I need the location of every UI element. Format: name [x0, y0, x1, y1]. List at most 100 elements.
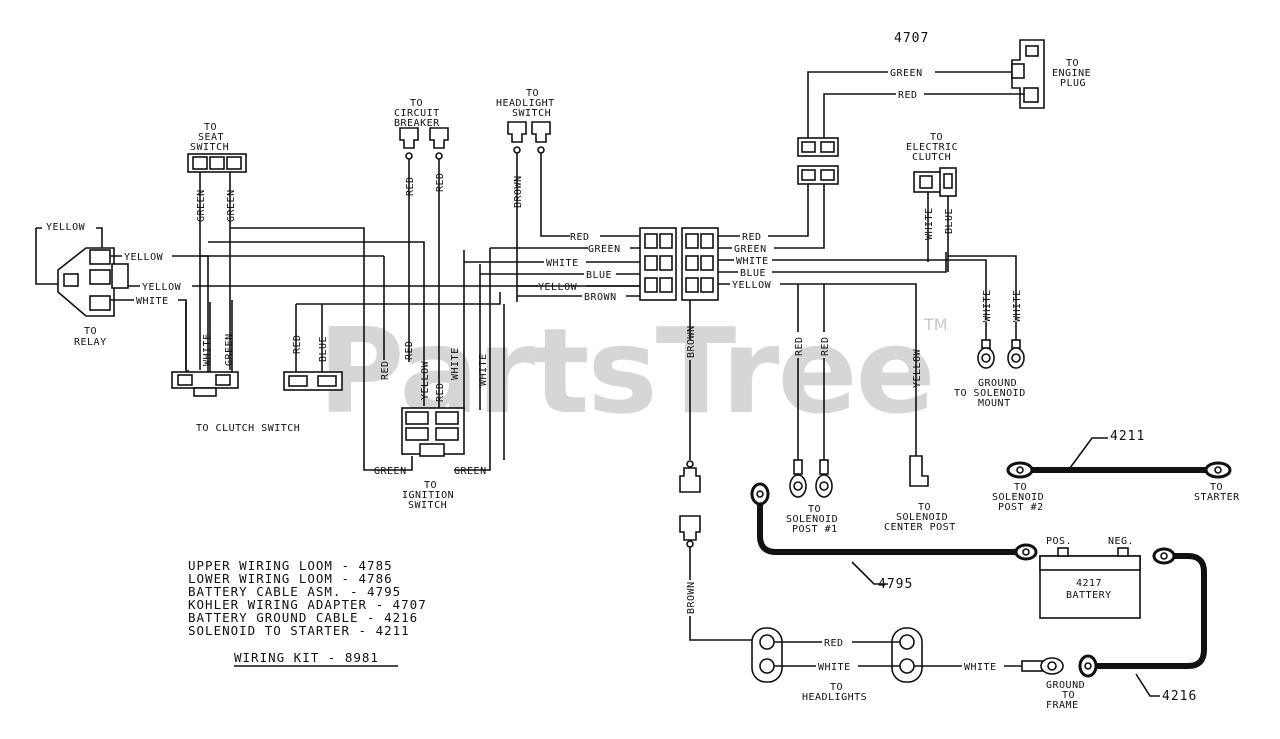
wire-blue-ec: BLUE: [944, 208, 955, 234]
starter-label-2: STARTER: [1194, 492, 1240, 503]
relay-label-1: TO: [84, 326, 97, 337]
wire-white-ec: WHITE: [924, 207, 935, 240]
wire-red-headlights: RED: [824, 638, 844, 649]
battery-neg: NEG.: [1108, 536, 1134, 547]
wire-yellow-center: YELLOW: [912, 348, 923, 388]
loom-connector-right: [681, 227, 719, 301]
seat-switch-label-2: SEAT: [198, 132, 224, 143]
engine-plug-label-1: TO: [1066, 58, 1079, 69]
ground-frame-terminal: [1021, 657, 1064, 675]
wire-brown-lower: BROWN: [686, 581, 697, 614]
headlight-switch-terminals: [507, 121, 551, 154]
legend-line-2: LOWER WIRING LOOM - 4786: [188, 571, 393, 586]
wire-yellow-relay-top: YELLOW: [46, 222, 86, 233]
post1-label-3: POST #1: [792, 524, 838, 535]
seat-switch-label-3: SWITCH: [190, 142, 229, 153]
wire-white-relay: WHITE: [136, 296, 169, 307]
clutch-switch-connector: [171, 371, 239, 397]
wire-red-mid-2: RED: [404, 340, 415, 360]
wire-yellow-left: YELLOW: [538, 282, 578, 293]
ground-ring-terminals: [977, 339, 1025, 369]
hs-label-1: TO: [526, 88, 539, 99]
brown-connector-pair: [679, 460, 701, 548]
wire-green-engine: GREEN: [890, 68, 923, 79]
starter-cable-ends: [1006, 461, 1232, 479]
wire-brown-hs: BROWN: [513, 175, 524, 208]
engine-plug-label-3: PLUG: [1060, 78, 1086, 89]
parts-legend: UPPER WIRING LOOM - 4785 LOWER WIRING LO…: [188, 558, 427, 638]
battery-cable-ends: [750, 482, 1038, 561]
engine-plug-label-2: ENGINE: [1052, 68, 1091, 79]
wire-white-headlights: WHITE: [818, 662, 851, 673]
seat-switch-connector: [187, 153, 247, 173]
gnd-sol-label-3: MOUNT: [978, 398, 1011, 409]
wire-white-mid-1: WHITE: [450, 347, 461, 380]
wire-red-engine: RED: [898, 90, 918, 101]
wire-green-clutch: GREEN: [224, 333, 235, 366]
post1-ring-terminals: [789, 459, 833, 498]
watermark-tm: TM: [923, 315, 948, 334]
gnd-frame-label-2: TO: [1062, 690, 1075, 701]
wire-red-cb-2: RED: [435, 172, 446, 192]
ign-label-3: SWITCH: [408, 500, 447, 511]
wire-brown-right: BROWN: [686, 325, 697, 358]
post2-label-1: TO: [1014, 482, 1027, 493]
headlights-label-2: HEADLIGHTS: [802, 692, 867, 703]
ignition-switch-connector: [401, 407, 465, 457]
wire-white-right: WHITE: [736, 256, 769, 267]
legend-line-4: KOHLER WIRING ADAPTER - 4707: [188, 597, 427, 612]
loom-connector-left: [639, 227, 677, 301]
cb-label-3: BREAKER: [394, 118, 440, 129]
wire-white-frame: WHITE: [964, 662, 997, 673]
cb-label-2: CIRCUIT: [394, 108, 440, 119]
red-blue-connector: [283, 371, 343, 391]
legend-line-1: UPPER WIRING LOOM - 4785: [188, 558, 393, 573]
wiring-kit-label: WIRING KIT - 8981: [234, 650, 379, 665]
battery-pos: POS.: [1046, 536, 1072, 547]
wire-yellow-right: YELLOW: [732, 280, 772, 291]
engine-plug-connector: [1011, 39, 1045, 109]
callout-4216: 4216: [1162, 689, 1197, 704]
post1-label-1: TO: [808, 504, 821, 515]
wire-white-left: WHITE: [546, 258, 579, 269]
circuit-breaker-terminals: [399, 127, 449, 160]
wire-blue-left: BLUE: [586, 270, 612, 281]
post2-label-3: POST #2: [998, 502, 1044, 513]
callout-4211: 4211: [1110, 429, 1145, 444]
electric-clutch-connector: [913, 167, 957, 197]
wire-white-mid-2: WHITE: [478, 353, 489, 386]
callout-4795: 4795: [878, 577, 913, 592]
seat-switch-label-1: TO: [204, 122, 217, 133]
wire-red-post1-2: RED: [820, 336, 831, 356]
gnd-frame-label-1: GROUND: [1046, 680, 1085, 691]
center-label-3: CENTER POST: [884, 522, 956, 533]
gnd-frame-label-3: FRAME: [1046, 700, 1079, 711]
wire-red-cb-1: RED: [405, 176, 416, 196]
wire-red-cb: RED: [292, 334, 303, 354]
wire-blue-cb: BLUE: [318, 336, 329, 362]
headlight-sockets: [751, 627, 923, 683]
wire-green-seat-1: GREEN: [196, 189, 207, 222]
wire-green-left: GREEN: [588, 244, 621, 255]
ign-label-2: IGNITION: [402, 490, 454, 501]
wire-yellow-relay-1: YELLOW: [124, 252, 164, 263]
gnd-sol-label-2: TO SOLENOID: [954, 388, 1026, 399]
wire-blue-right: BLUE: [740, 268, 766, 279]
wire-yellow-mid: YELLOW: [420, 360, 431, 400]
battery: [1039, 547, 1141, 619]
cb-label-1: TO: [410, 98, 423, 109]
center-post-terminal: [909, 455, 929, 487]
wire-white-clutch: WHITE: [202, 333, 213, 366]
legend-line-6: SOLENOID TO STARTER - 4211: [188, 623, 410, 638]
gnd-sol-label-1: GROUND: [978, 378, 1017, 389]
wire-white-gnd-1: WHITE: [982, 289, 993, 322]
hs-label-3: SWITCH: [512, 108, 551, 119]
hs-label-2: HEADLIGHT: [496, 98, 555, 109]
kohler-adapter: [797, 137, 839, 185]
ec-label-1: TO: [930, 132, 943, 143]
battery-number: 4217: [1076, 578, 1102, 589]
center-label-2: SOLENOID: [896, 512, 948, 523]
ground-cable-ends: [1078, 547, 1176, 678]
wire-brown-left: BROWN: [584, 292, 617, 303]
